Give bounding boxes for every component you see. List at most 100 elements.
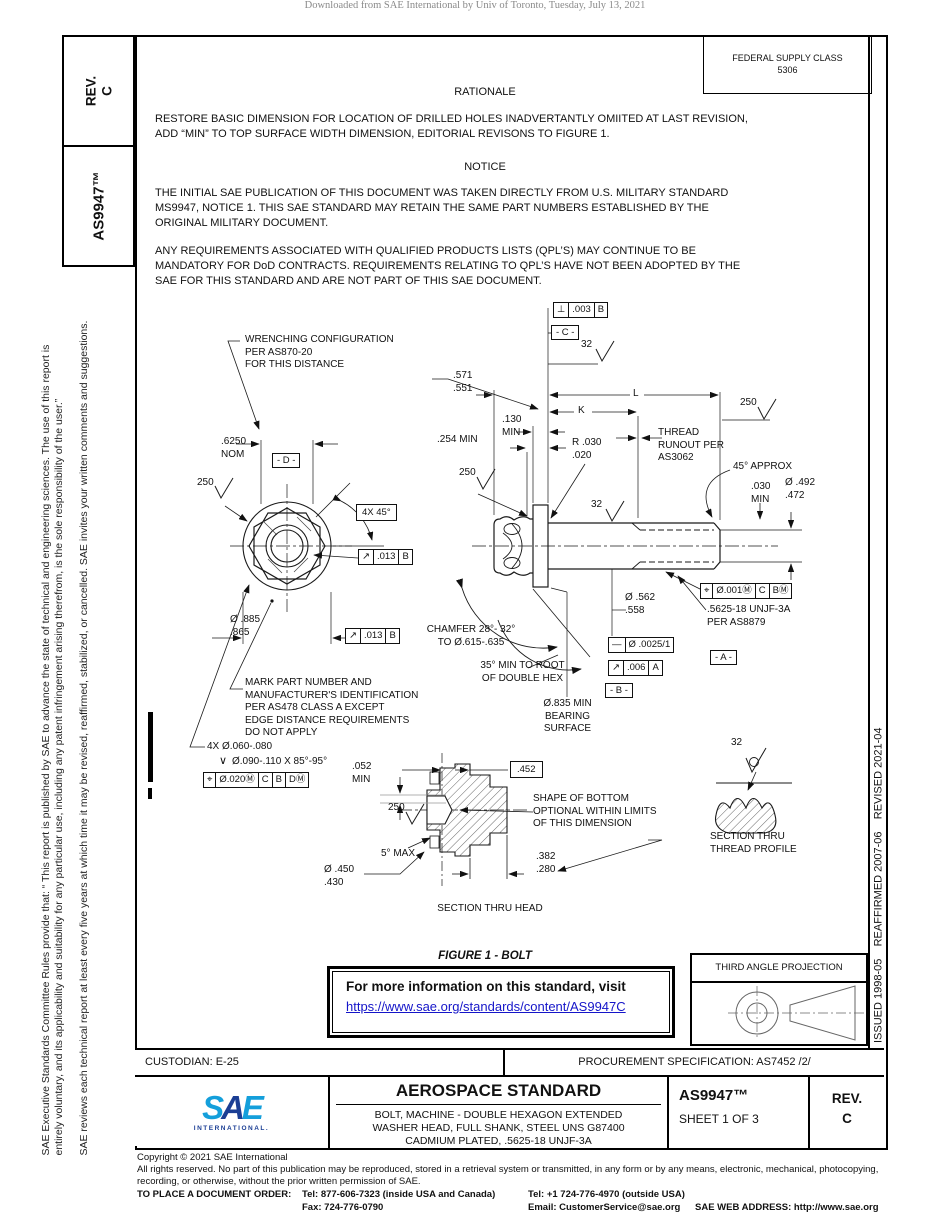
callout-dia-6250: .6250 NOM xyxy=(221,436,247,460)
scan-artifact xyxy=(148,712,153,782)
finish-250-head: 250 xyxy=(459,467,476,478)
legal-line-2: entirely voluntary, and its applicabilit… xyxy=(53,398,65,1155)
callout-4x45: 4X 45° xyxy=(356,504,397,521)
scan-artifact xyxy=(148,788,152,799)
doc-subtitle: BOLT, MACHINE - DOUBLE HEXAGON EXTENDED … xyxy=(372,1109,625,1147)
legal-line-3: SAE reviews each technical report at lea… xyxy=(78,320,90,1155)
position-icon: ⌖ xyxy=(704,585,710,596)
finish-32-shank: 32 xyxy=(591,499,603,510)
procurement-cell: PROCUREMENT SPECIFICATION: AS7452 /2/ xyxy=(578,1056,811,1068)
perpendicularity-icon: ⊥ xyxy=(557,304,566,315)
callout-wrenching: WRENCHING CONFIGURATION PER AS870-20 FOR… xyxy=(245,334,394,370)
section-head-label: SECTION THRU HEAD xyxy=(437,903,543,914)
document-title-cell: AEROSPACE STANDARD BOLT, MACHINE - DOUBL… xyxy=(330,1077,669,1148)
legal-line-1: SAE Executive Standards Committee Rules … xyxy=(40,344,52,1155)
rationale-title: RATIONALE xyxy=(454,86,516,98)
callout-shape-note: SHAPE OF BOTTOM OPTIONAL WITHIN LIMITS O… xyxy=(533,793,657,829)
right-strip-divider xyxy=(868,35,870,1048)
notice-title: NOTICE xyxy=(464,161,506,173)
finish-32-thread: 32 xyxy=(731,737,743,748)
callout-dim-492: Ø .492 .472 xyxy=(785,477,816,501)
callout-hex-root-note: 35° MIN TO ROOT OF DOUBLE HEX xyxy=(480,660,565,684)
projection-box-title: THIRD ANGLE PROJECTION xyxy=(692,955,866,983)
info-box-text: For more information on this standard, v… xyxy=(346,979,626,994)
info-box: For more information on this standard, v… xyxy=(327,966,675,1038)
doc-type: AEROSPACE STANDARD xyxy=(336,1077,661,1105)
footer-fax: Fax: 724-776-0790 xyxy=(302,1202,384,1213)
sae-logo: SAE xyxy=(202,1089,264,1126)
callout-dim-130: .130 MIN xyxy=(502,414,522,438)
callout-dim-562: Ø .562 .558 xyxy=(625,592,656,616)
doc-number-cell: AS9947™ SHEET 1 OF 3 xyxy=(669,1077,810,1148)
download-watermark: Downloaded from SAE International by Uni… xyxy=(304,0,646,11)
federal-supply-class-box: FEDERAL SUPPLY CLASS 5306 xyxy=(703,35,872,94)
callout-holes-line2: Ø.090-.110 X 85°-95° xyxy=(232,756,328,767)
sheet-number: SHEET 1 OF 3 xyxy=(679,1112,759,1126)
notice-paragraph-2: ANY REQUIREMENTS ASSOCIATED WITH QUALIFI… xyxy=(155,245,741,287)
projection-box: THIRD ANGLE PROJECTION xyxy=(690,953,868,1046)
federal-supply-class-value: 5306 xyxy=(777,65,798,75)
federal-supply-class-label: FEDERAL SUPPLY CLASS xyxy=(732,53,843,63)
basic-dim-452: .452 xyxy=(510,761,543,778)
footer-order-label: TO PLACE A DOCUMENT ORDER: xyxy=(137,1189,292,1200)
left-legal-text: SAE Executive Standards Committee Rules … xyxy=(40,40,122,1155)
callout-bearing-note: Ø.835 MIN BEARING SURFACE xyxy=(543,698,592,734)
callout-dim-254: .254 MIN xyxy=(437,434,478,445)
position-icon: ⌖ xyxy=(207,774,213,785)
revision-history: ISSUED 1998-05 REAFFIRMED 2007-06 REVISE… xyxy=(869,36,888,1046)
info-box-link[interactable]: https://www.sae.org/standards/content/AS… xyxy=(346,999,626,1014)
callout-dim-382: .382 .280 xyxy=(536,851,556,875)
footer-copyright: Copyright © 2021 SAE International xyxy=(137,1152,288,1163)
sae-logo-cell: SAE INTERNATIONAL. xyxy=(135,1077,330,1148)
callout-holes-line1: 4X Ø.060-.080 xyxy=(207,741,273,752)
callout-angle-5max: 5° MAX xyxy=(381,848,416,859)
finish-250-right: 250 xyxy=(740,397,757,408)
revision-history-text: ISSUED 1998-05 REAFFIRMED 2007-06 REVISE… xyxy=(872,727,884,1043)
finish-250-section: 250 xyxy=(388,802,405,813)
figure-caption: FIGURE 1 - BOLT xyxy=(438,950,532,962)
footer-email: Email: CustomerService@sae.org xyxy=(528,1202,681,1213)
doc-number-box: AS9947™ xyxy=(62,145,135,267)
callout-radius-030: R .030 .020 xyxy=(572,437,602,461)
callout-dim-052: .052 MIN xyxy=(352,761,372,785)
fcf-straightness: —Ø .0025/1 xyxy=(608,637,675,653)
runout-icon: ↗ xyxy=(612,662,620,673)
custodian-cell: CUSTODIAN: E-25 xyxy=(135,1050,505,1075)
callout-thread-runout: THREAD RUNOUT PER AS3062 xyxy=(658,427,724,463)
callout-dim-450: Ø .450 .430 xyxy=(324,864,355,888)
notice-paragraph-1: THE INITIAL SAE PUBLICATION OF THIS DOCU… xyxy=(155,187,729,229)
callout-chamfer-note: CHAMFER 28°- 32° TO Ø.615-.635 xyxy=(426,624,516,648)
csk-icon: ∨ xyxy=(219,755,228,767)
callout-dim-030: .030 MIN xyxy=(751,481,771,505)
footer-web: SAE WEB ADDRESS: http://www.sae.org xyxy=(695,1202,879,1213)
straightness-icon: — xyxy=(612,639,622,650)
callout-dim-571: .571 .551 xyxy=(453,370,473,394)
datum-b: - B - xyxy=(605,683,633,698)
footer-tel-inside: Tel: 877-606-7323 (inside USA and Canada… xyxy=(302,1189,496,1200)
callout-dim-L: L xyxy=(633,388,639,399)
datum-c: - C - xyxy=(551,325,580,340)
footer-tel-outside: Tel: +1 724-776-4970 (outside USA) xyxy=(528,1189,685,1200)
sae-logo-subtext: INTERNATIONAL. xyxy=(193,1125,270,1132)
callout-dim-885: Ø .885 .865 xyxy=(230,614,261,638)
footer-rights: All rights reserved. No part of this pub… xyxy=(137,1164,879,1187)
title-block: CUSTODIAN: E-25 PROCUREMENT SPECIFICATIO… xyxy=(135,1048,884,1148)
callout-angle-45: 45° APPROX xyxy=(733,461,793,472)
callout-thread-spec: .5625-18 UNJF-3A PER AS8879 xyxy=(707,604,791,628)
runout-icon: ↗ xyxy=(349,630,357,641)
rev-cell: REV. C xyxy=(831,1091,863,1126)
rationale-text: RESTORE BASIC DIMENSION FOR LOCATION OF … xyxy=(155,113,748,140)
runout-icon: ↗ xyxy=(362,551,370,562)
datum-d: - D - xyxy=(272,453,301,468)
callout-mark-note: MARK PART NUMBER AND MANUFACTURER'S IDEN… xyxy=(245,677,419,738)
doc-number: AS9947™ xyxy=(679,1087,749,1104)
finish-32-top: 32 xyxy=(581,339,593,350)
callout-dim-K: K xyxy=(578,405,585,416)
